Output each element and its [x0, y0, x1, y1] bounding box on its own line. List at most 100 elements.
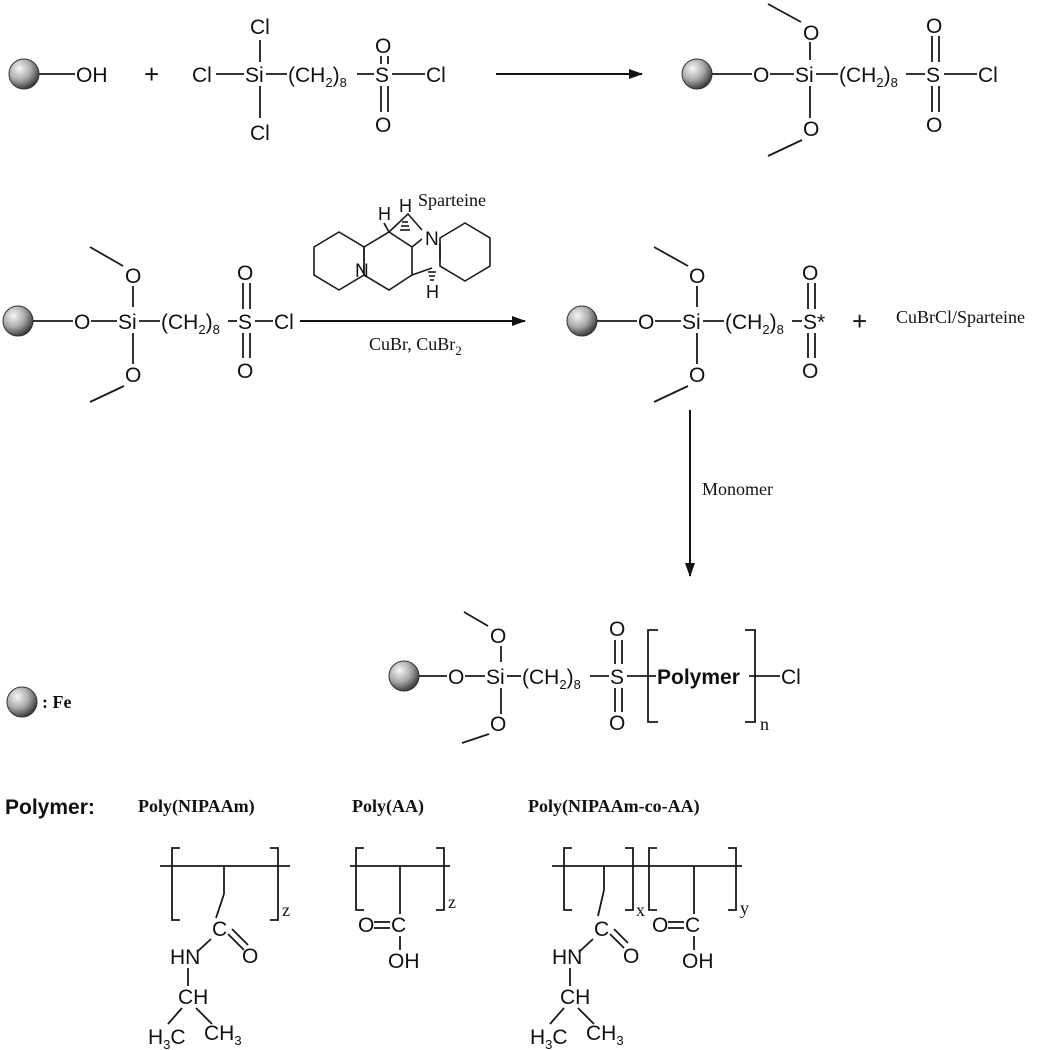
atom-o: O: [638, 311, 654, 334]
atom-cl: Cl: [978, 64, 998, 87]
atom-cl: Cl: [250, 122, 270, 145]
structure-poly-nipaam-co-aa: Poly(NIPAAm-co-AA) x C O HN CH H3C CH3 y…: [528, 796, 749, 1050]
chain-ch2-8: (CH2)8: [839, 64, 898, 90]
atom-cl: Cl: [274, 311, 294, 334]
atom-si: Si: [118, 311, 137, 334]
atom-o: O: [689, 364, 705, 387]
fe-particle: [8, 58, 40, 90]
atom-o: O: [375, 114, 391, 137]
atom-n: N: [425, 229, 439, 250]
atom-o: O: [125, 364, 141, 387]
atom-o: O: [448, 666, 464, 689]
sparteine-ring-d: [439, 222, 491, 282]
atom-s-radical: S*: [803, 311, 825, 334]
structure-poly-nipaam: Poly(NIPAAm) z C O HN CH H3C CH3: [138, 796, 290, 1050]
atom-c: C: [594, 918, 609, 941]
atom-o: O: [375, 35, 391, 58]
atom-o: O: [926, 15, 942, 38]
reactant-initiator-particle: O Si O O (CH2)8 S O O Cl: [2, 246, 294, 403]
subscript-z: z: [282, 900, 290, 920]
atom-o: O: [623, 945, 639, 968]
atom-oh: OH: [682, 950, 714, 973]
label-byproduct: CuBrCl/Sparteine: [896, 307, 1025, 327]
polymer-heading: Polymer:: [5, 796, 95, 819]
atom-h3c: H3C: [148, 1026, 186, 1050]
atom-o: O: [652, 914, 668, 937]
repeat-n: n: [760, 714, 769, 734]
product-radical-particle: O Si O O (CH2)8 S* O O: [566, 246, 825, 403]
atom-o: O: [802, 262, 818, 285]
atom-s: S: [375, 64, 389, 87]
atom-cl: Cl: [781, 666, 801, 689]
atom-cl: Cl: [250, 16, 270, 39]
atom-o: O: [237, 262, 253, 285]
fe-particle: [681, 58, 713, 90]
atom-oh: OH: [388, 950, 420, 973]
atom-o: O: [125, 265, 141, 288]
atom-o: O: [803, 22, 819, 45]
legend-fe-label: : Fe: [42, 692, 71, 712]
atom-oh: OH: [76, 64, 108, 87]
fe-particle: [6, 686, 38, 718]
atom-o: O: [802, 360, 818, 383]
subscript-x: x: [636, 900, 645, 920]
atom-o: O: [803, 118, 819, 141]
atom-hn: HN: [170, 946, 200, 969]
atom-o: O: [609, 618, 625, 641]
atom-si: Si: [795, 64, 814, 87]
polymer-word: Polymer: [657, 666, 740, 689]
chain-ch2-8: (CH2)8: [161, 311, 220, 337]
atom-o: O: [358, 914, 374, 937]
atom-o: O: [689, 265, 705, 288]
chain-ch2-8: (CH2)8: [288, 64, 347, 90]
chain-ch2-8: (CH2)8: [522, 666, 581, 692]
product-silanized-particle: O Si O O (CH2)8 S O O Cl: [681, 3, 998, 157]
sparteine-bridge: [388, 212, 423, 233]
atom-si: Si: [245, 64, 264, 87]
atom-ch3: CH3: [204, 1022, 242, 1048]
atom-o: O: [753, 64, 769, 87]
atom-o: O: [490, 713, 506, 736]
atom-n: N: [355, 261, 369, 282]
atom-ch: CH: [560, 986, 590, 1009]
atom-cl: Cl: [426, 64, 446, 87]
atom-si: Si: [682, 311, 701, 334]
atom-cl: Cl: [192, 64, 212, 87]
atom-o: O: [242, 945, 258, 968]
subscript-y: y: [740, 898, 749, 918]
legend-fe: : Fe: [6, 686, 71, 718]
sparteine-ring-b: [363, 231, 413, 291]
atom-h3c: H3C: [530, 1026, 568, 1050]
bracket-left: [647, 629, 658, 723]
atom-o: O: [237, 360, 253, 383]
subscript-z: z: [448, 892, 456, 912]
atom-s: S: [238, 311, 252, 334]
structure-poly-aa: Poly(AA) z C O OH: [350, 796, 456, 973]
label-sparteine: Sparteine: [418, 190, 486, 210]
atom-o: O: [609, 712, 625, 735]
atom-h: H: [378, 204, 391, 224]
plus-sign: +: [144, 59, 159, 89]
atom-o: O: [926, 114, 942, 137]
chain-ch2-8: (CH2)8: [725, 311, 784, 337]
atom-c: C: [685, 914, 700, 937]
fe-particle: [2, 305, 34, 337]
atom-o: O: [74, 311, 90, 334]
atom-c: C: [212, 918, 227, 941]
atom-hn: HN: [552, 946, 582, 969]
final-polymer-grafted-particle: O Si O O (CH2)8 S O O Polymer Cl n: [388, 611, 801, 744]
plus-sign: +: [852, 306, 867, 336]
atom-s: S: [610, 666, 624, 689]
atom-s: S: [926, 64, 940, 87]
atom-h: H: [426, 282, 439, 302]
label-conditions: CuBr, CuBr2: [369, 334, 462, 358]
reactant-fe-oh: OH: [8, 58, 108, 90]
atom-si: Si: [486, 666, 505, 689]
polymer-name: Poly(AA): [352, 796, 424, 817]
atom-ch3: CH3: [586, 1022, 624, 1048]
polymer-name: Poly(NIPAAm-co-AA): [528, 796, 700, 817]
sparteine-structure: N N H H H Sparteine: [313, 190, 491, 302]
reactant-trichlorosilane: Cl Cl Si Cl (CH2)8 S O O Cl: [192, 16, 446, 145]
atom-h: H: [399, 196, 412, 216]
